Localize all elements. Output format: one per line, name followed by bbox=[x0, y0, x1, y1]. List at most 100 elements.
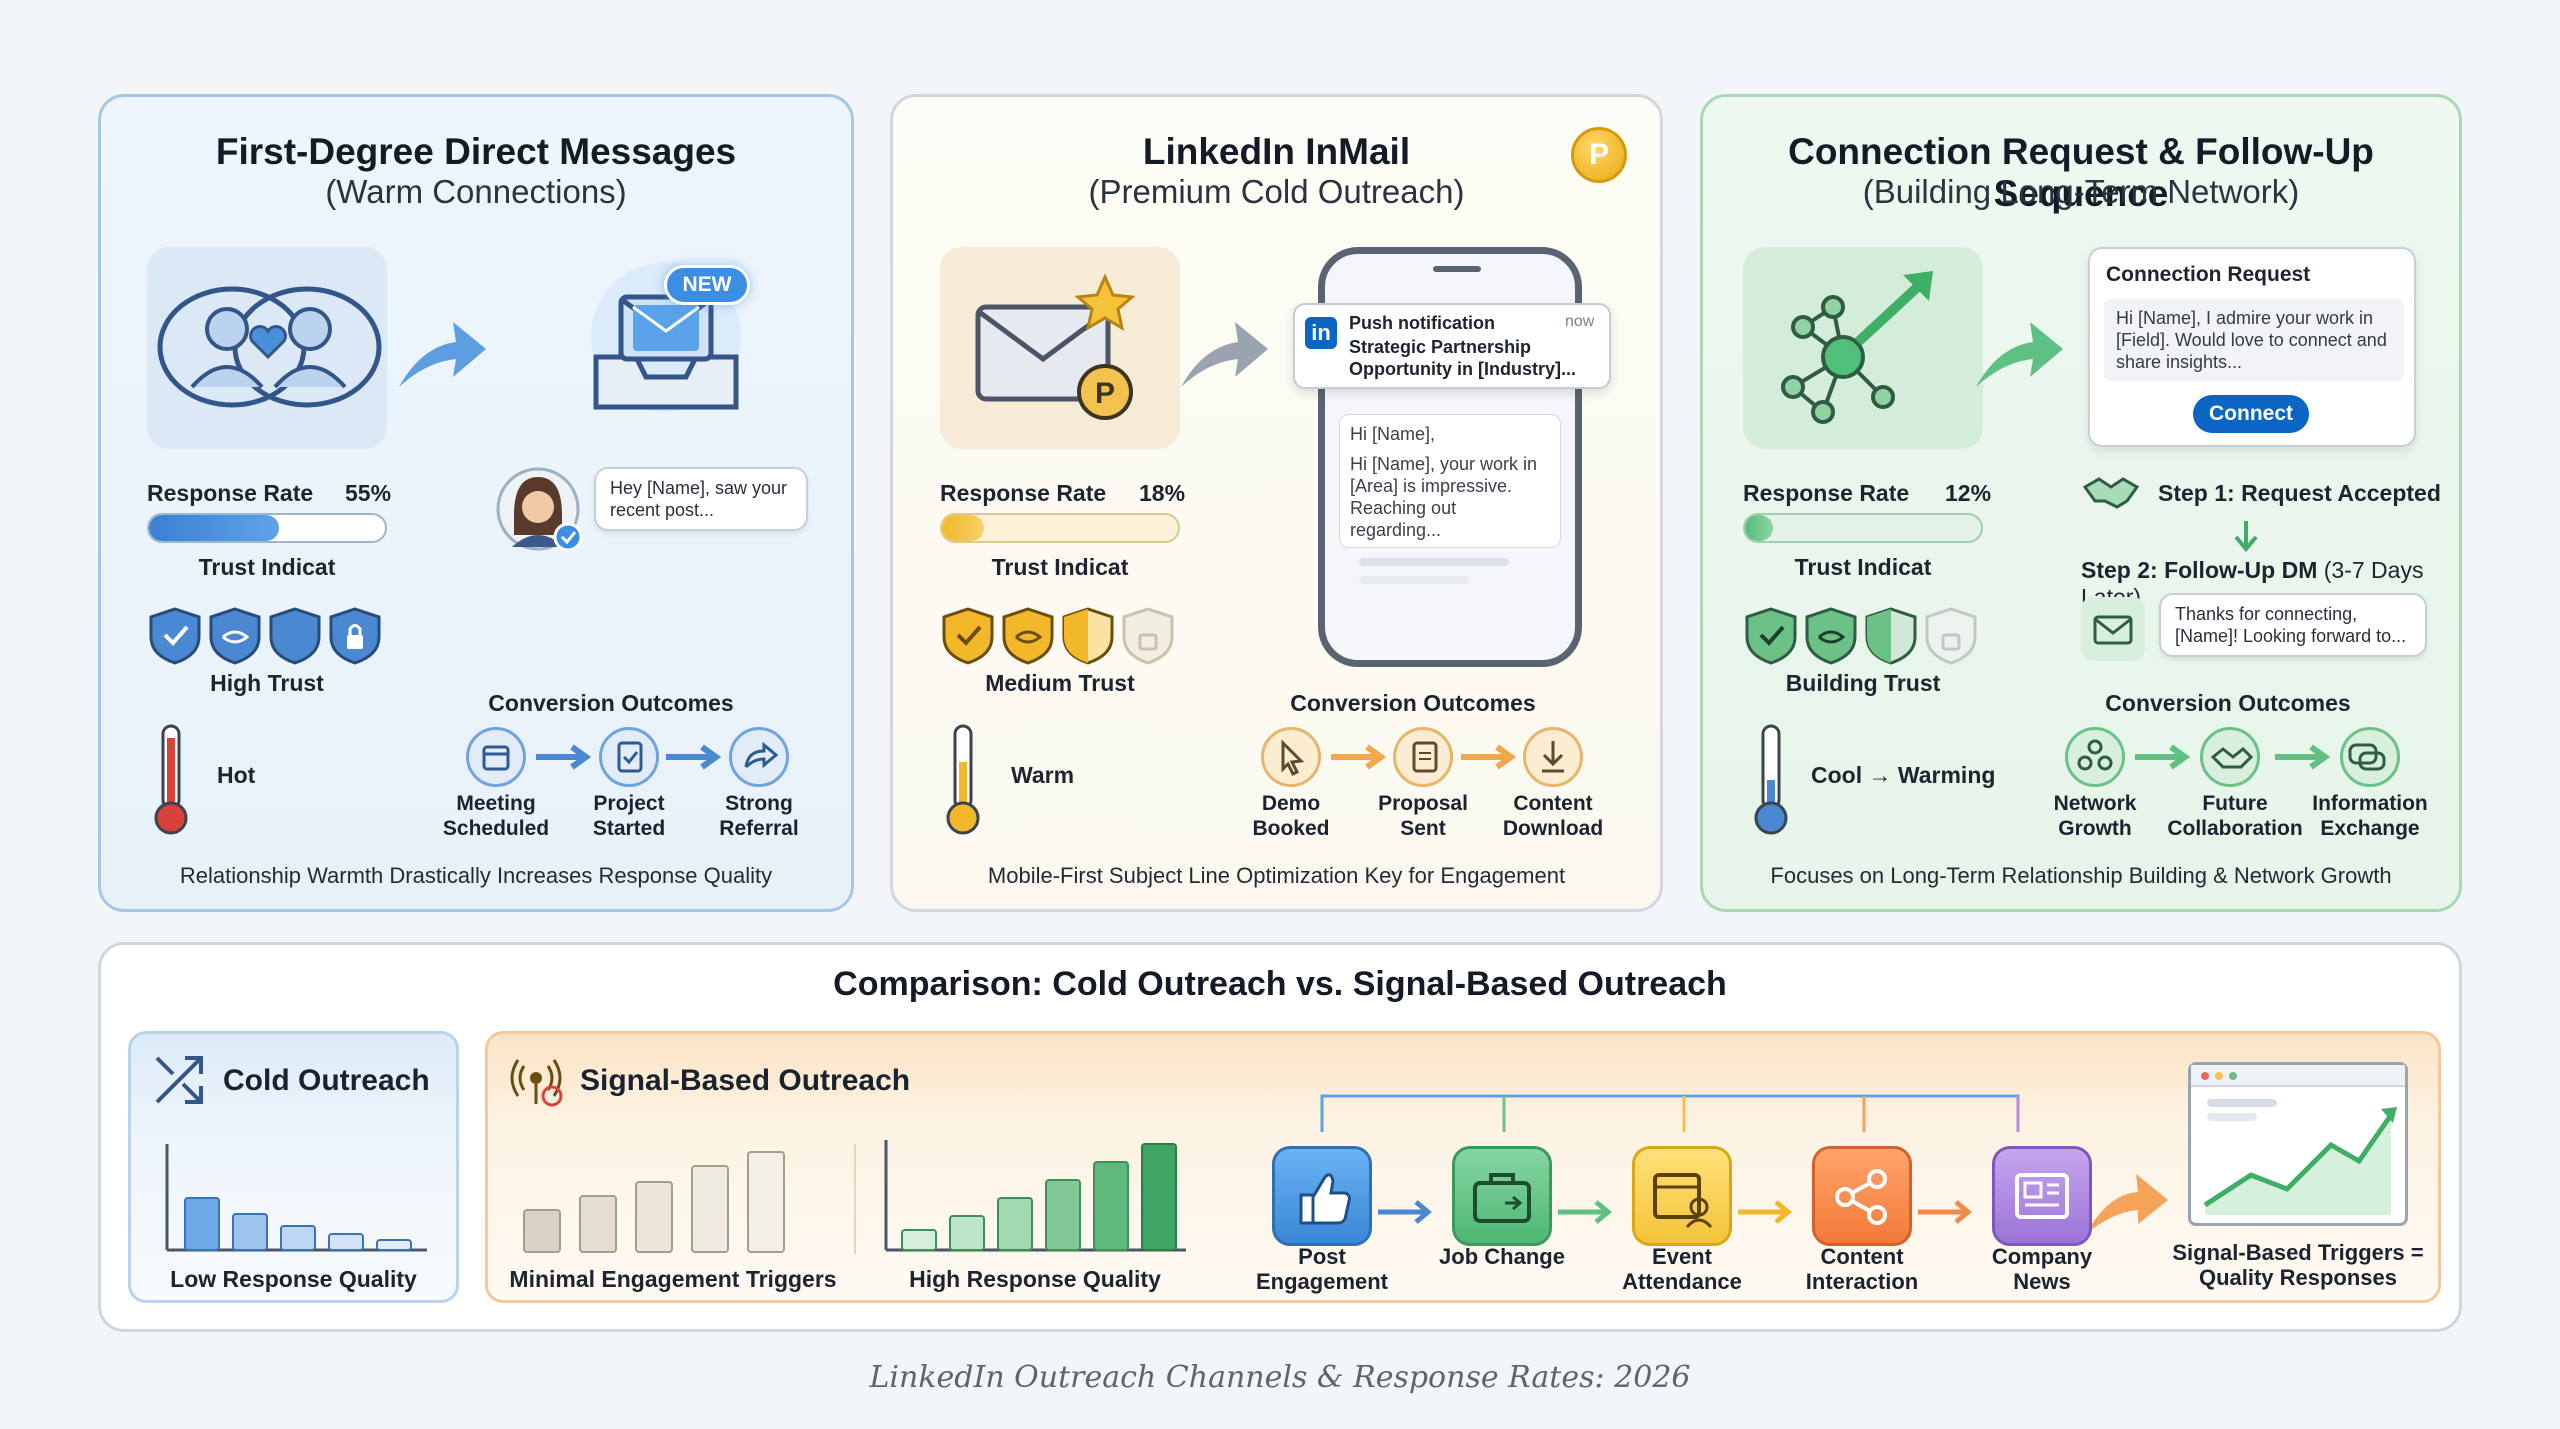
connect-button[interactable]: Connect bbox=[2193, 395, 2309, 433]
arrow-right-icon bbox=[1976, 322, 2063, 387]
panel-inmail: LinkedIn InMail (Premium Cold Outreach) … bbox=[890, 94, 1663, 912]
growth-chart-icon bbox=[2201, 1072, 2397, 1215]
outcome-project: Project Started bbox=[592, 792, 666, 840]
notification-line2: Opportunity in [Industry]... bbox=[1349, 359, 1576, 379]
message-body: Hi [Name], your work in [Area] is impres… bbox=[1350, 454, 1538, 540]
clipboard-icon bbox=[599, 727, 659, 787]
trigger-content: Content Interaction bbox=[1805, 1244, 1919, 1294]
response-rate-bar bbox=[1743, 513, 1983, 543]
arrow-right-icon bbox=[1181, 322, 1268, 387]
notification-title: Push notification bbox=[1349, 313, 1495, 333]
response-rate-label: Response Rate bbox=[940, 480, 1107, 506]
comparison-title: Comparison: Cold Outreach vs. Signal-Bas… bbox=[833, 965, 1727, 1003]
svg-text:P: P bbox=[1095, 377, 1115, 410]
avatar bbox=[496, 467, 583, 552]
share-glyph bbox=[1835, 1169, 1887, 1225]
crossed-arrows-icon bbox=[155, 1056, 203, 1104]
response-rate-fill bbox=[1745, 515, 1774, 541]
response-rate-label: Response Rate bbox=[1743, 480, 1910, 506]
arrow-right-icon bbox=[399, 322, 486, 387]
panel-title: First-Degree Direct Messages bbox=[215, 131, 737, 172]
message-preview: Hi [Name], Hi [Name], your work in [Area… bbox=[1339, 414, 1561, 548]
outcome-demo: Demo Booked bbox=[1252, 792, 1330, 840]
thumbs-up-glyph bbox=[1299, 1173, 1351, 1225]
outcome-collaboration: Future Collaboration bbox=[2167, 792, 2303, 840]
response-rate-label: Response Rate bbox=[147, 480, 314, 506]
calendar-icon bbox=[466, 727, 526, 787]
broadcast-signal-icon bbox=[510, 1059, 563, 1107]
envelope-icon bbox=[2093, 615, 2133, 645]
outcome-information: Information Exchange bbox=[2312, 792, 2428, 840]
trust-indicator-label: Trust Indicat bbox=[1794, 554, 1932, 580]
minimal-caption: Minimal Engagement Triggers bbox=[509, 1266, 837, 1292]
high-caption: High Response Quality bbox=[909, 1266, 1161, 1292]
panel-title: Connection Request & Follow-Up Sequence bbox=[1788, 131, 2374, 214]
outcome-referral: Strong Referral bbox=[719, 792, 799, 840]
trigger-connectors bbox=[1320, 1094, 2168, 1234]
arrow-down-icon bbox=[2234, 521, 2258, 553]
request-body: Hi [Name], I admire your work in [Field]… bbox=[2104, 299, 2404, 381]
outcomes-title: Conversion Outcomes bbox=[2105, 690, 2351, 716]
follow-up-bubble: Thanks for connecting, [Name]! Looking f… bbox=[2159, 593, 2427, 657]
content-share-icon bbox=[1812, 1146, 1912, 1246]
step2-label: Step 2: Follow-Up DM bbox=[2081, 557, 2318, 583]
shield-icons bbox=[942, 607, 1174, 665]
outcome-glyphs bbox=[482, 741, 779, 773]
high-response-bars bbox=[884, 1140, 1186, 1252]
job-change-icon bbox=[1452, 1146, 1552, 1246]
panel-title: LinkedIn InMail bbox=[1142, 131, 1411, 172]
envelope-star-icon: P bbox=[975, 273, 1136, 420]
network-people-icon bbox=[2065, 727, 2125, 787]
minimal-engagement-bars bbox=[523, 1151, 785, 1253]
outcome-proposal: Proposal Sent bbox=[1378, 792, 1468, 840]
trust-level: High Trust bbox=[210, 670, 324, 696]
response-rate-fill bbox=[942, 515, 985, 541]
connections-tile bbox=[147, 247, 387, 449]
cold-caption: Low Response Quality bbox=[170, 1266, 417, 1292]
temperature-label: Cool → Warming bbox=[1811, 762, 1996, 788]
premium-coin-icon: P bbox=[1571, 127, 1627, 183]
push-notification: in Push notification now Strategic Partn… bbox=[1293, 303, 1611, 389]
outcome-network: Network Growth bbox=[2053, 792, 2137, 840]
message-greeting: Hi [Name], bbox=[1350, 424, 1436, 444]
response-rate-bar bbox=[147, 513, 387, 543]
phone-speaker bbox=[1433, 266, 1481, 272]
step2-row: Step 2: Follow-Up DM (3-7 Days Later) bbox=[2081, 557, 2459, 611]
shield-icons bbox=[1745, 607, 1977, 665]
placeholder-line bbox=[1359, 558, 1509, 566]
newspaper-glyph bbox=[2015, 1173, 2069, 1219]
people-heart-icon bbox=[157, 286, 382, 408]
result-caption: Signal-Based Triggers = Quality Response… bbox=[2172, 1240, 2424, 1290]
trigger-job: Job Change bbox=[1439, 1244, 1565, 1269]
panel-subtitle: (Building Long-Term Network) bbox=[1862, 173, 2300, 210]
result-dashboard bbox=[2188, 1062, 2408, 1226]
response-rate-value: 18% bbox=[1139, 480, 1186, 506]
outcome-glyphs bbox=[2077, 739, 2386, 771]
network-growth-icon bbox=[1781, 271, 1933, 424]
dm-envelope-tile bbox=[2081, 597, 2145, 661]
step1-label: Step 1: Request Accepted bbox=[2158, 480, 2441, 506]
document-icon bbox=[1393, 727, 1453, 787]
signal-title: Signal-Based Outreach bbox=[580, 1064, 911, 1097]
event-attendance-icon bbox=[1632, 1146, 1732, 1246]
window-titlebar bbox=[2191, 1065, 2405, 1087]
panel-footer: Relationship Warmth Drastically Increase… bbox=[179, 863, 773, 888]
panel-direct-messages: First-Degree Direct Messages (Warm Conne… bbox=[98, 94, 854, 912]
connection-request-card: Connection Request Hi [Name], I admire y… bbox=[2088, 247, 2416, 447]
outcomes-title: Conversion Outcomes bbox=[488, 690, 734, 716]
panel-subtitle: (Warm Connections) bbox=[325, 173, 627, 210]
thermometer-warm-icon bbox=[946, 724, 980, 835]
response-rate-fill bbox=[149, 515, 279, 541]
handshake-icon bbox=[2082, 477, 2140, 509]
linkedin-icon: in bbox=[1305, 317, 1337, 349]
low-response-bars bbox=[165, 1144, 427, 1252]
response-rate-value: 55% bbox=[345, 480, 392, 506]
shield-icons bbox=[149, 607, 381, 665]
temperature-label: Warm bbox=[1011, 762, 1075, 788]
trust-shields bbox=[147, 605, 397, 667]
temperature-label: Hot bbox=[217, 762, 256, 788]
comparison-section: Comparison: Cold Outreach vs. Signal-Bas… bbox=[98, 942, 2462, 1332]
signal-outreach-card: Signal-Based Outreach Minimal Engagement… bbox=[485, 1031, 2441, 1303]
notification-line1: Strategic Partnership bbox=[1349, 337, 1532, 357]
message-bubble: Hey [Name], saw your recent post... bbox=[594, 467, 808, 531]
